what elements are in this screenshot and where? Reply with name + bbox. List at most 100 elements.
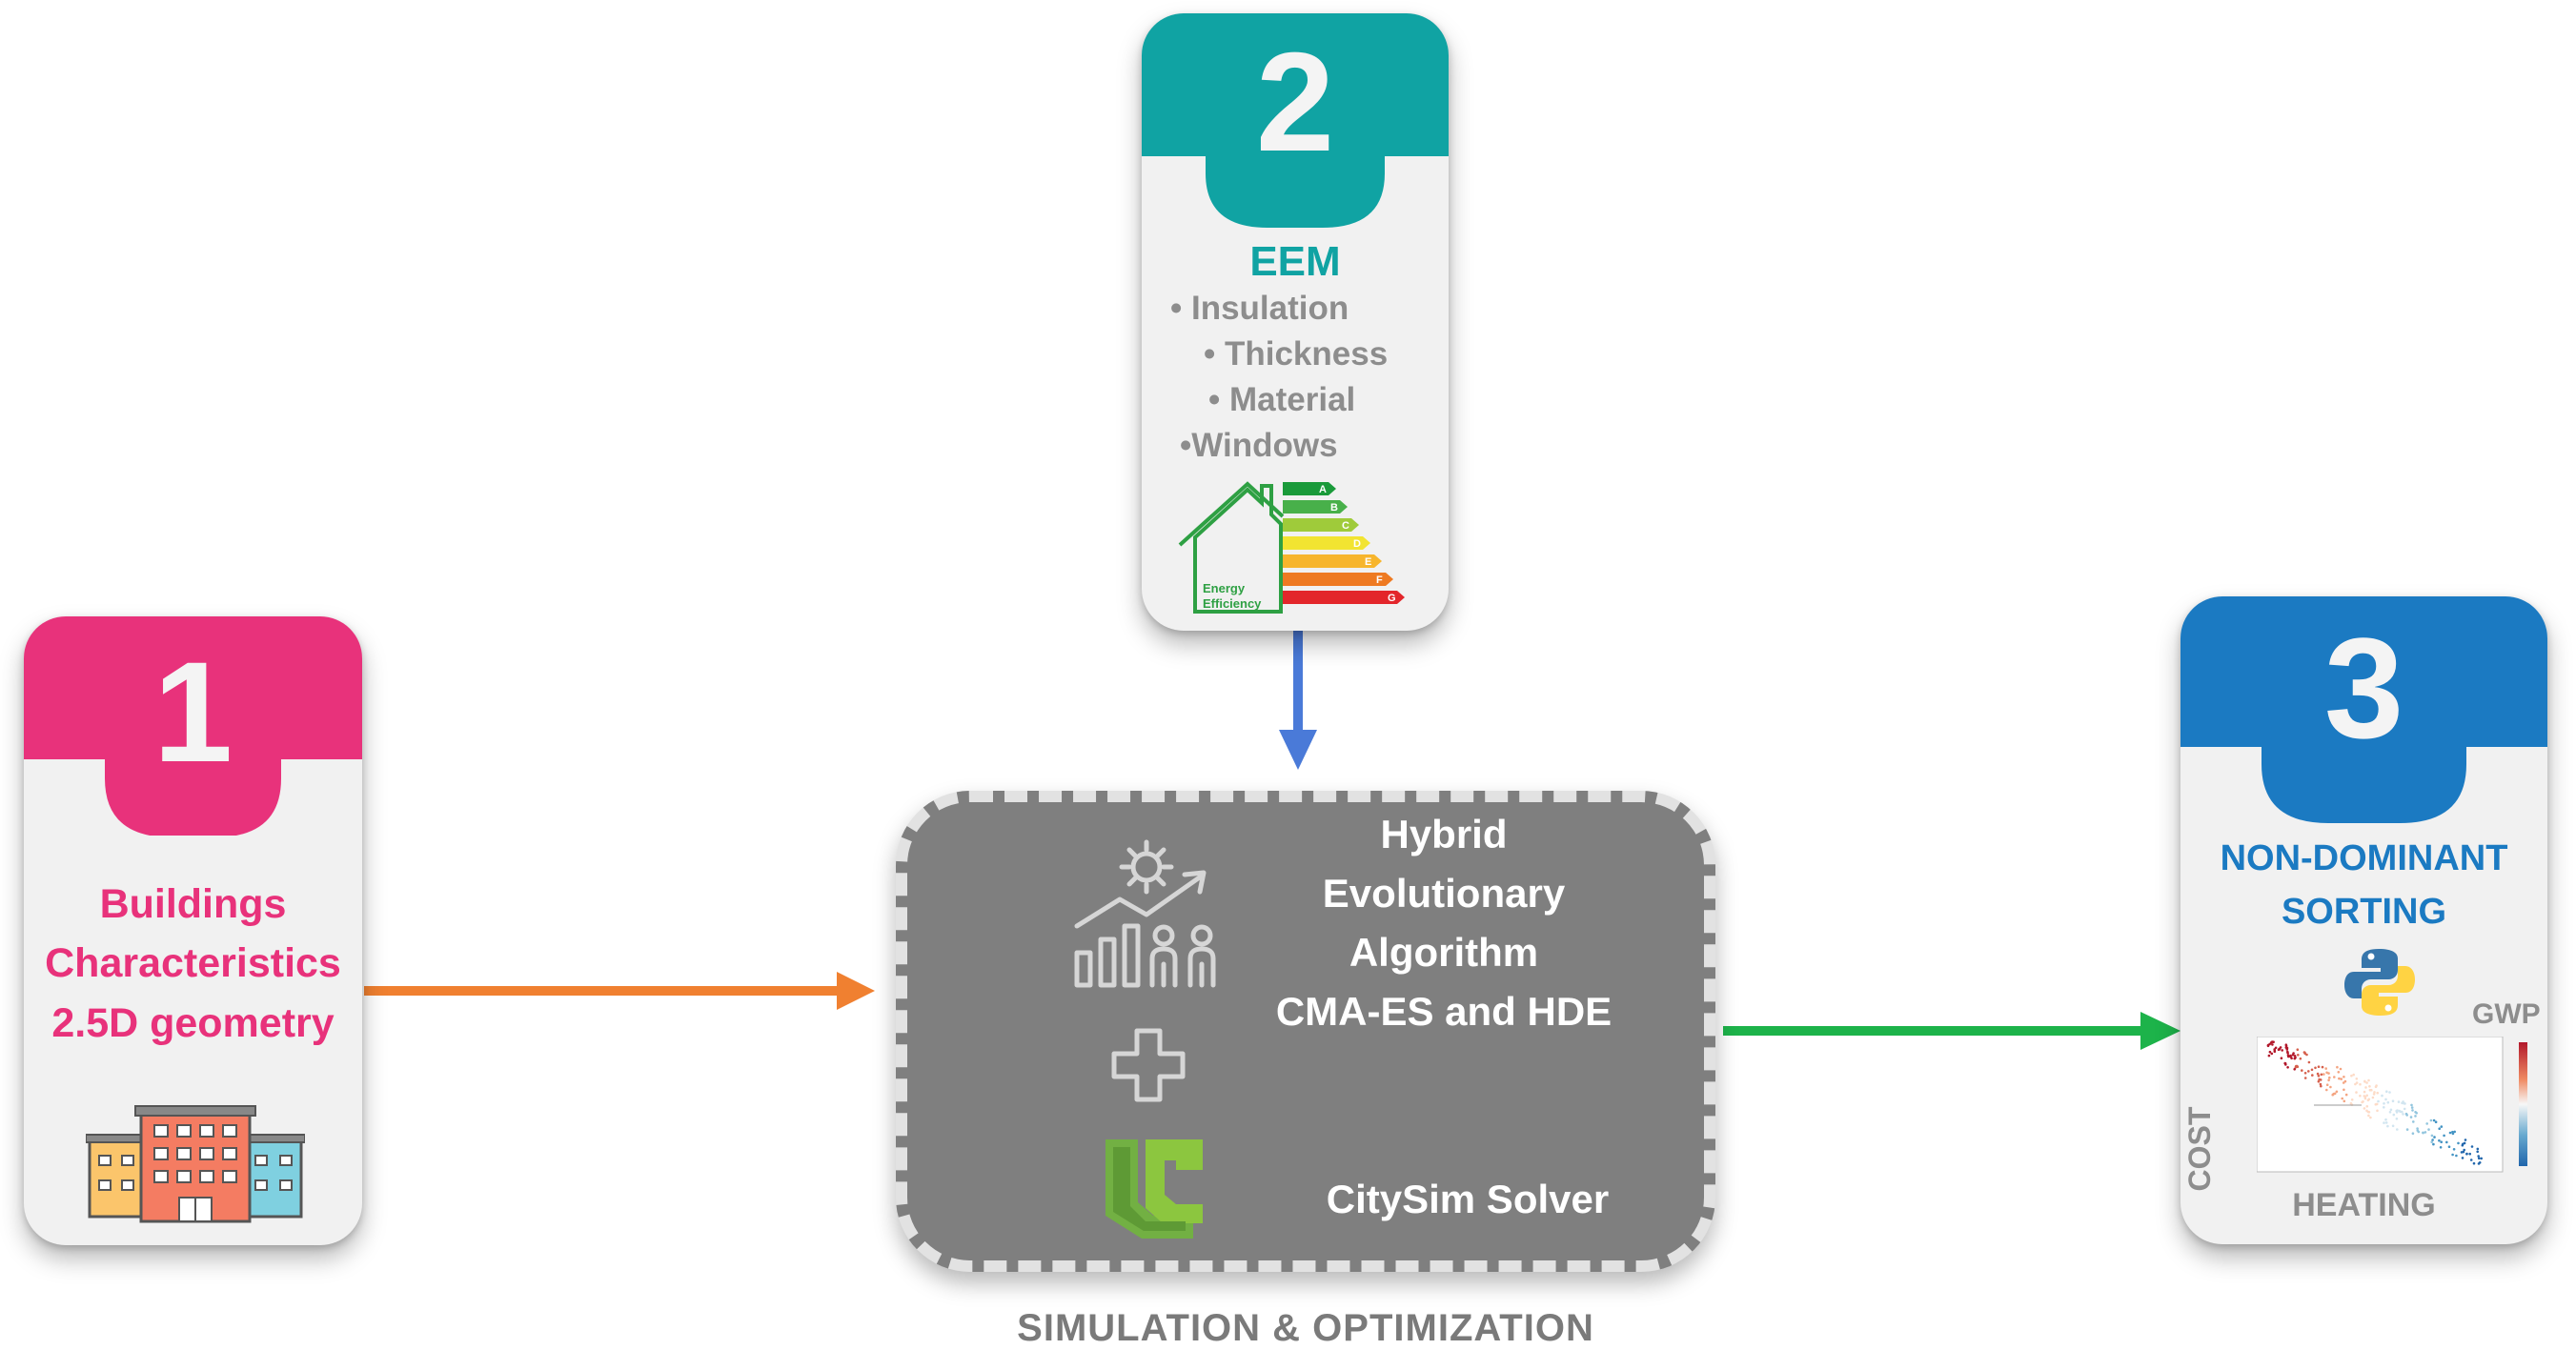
pareto-point bbox=[2462, 1142, 2464, 1146]
pareto-point bbox=[2372, 1093, 2376, 1096]
pareto-point bbox=[2424, 1131, 2427, 1134]
simulation-caption: SIMULATION & OPTIMIZATION bbox=[1017, 1307, 1594, 1349]
pareto-point bbox=[2337, 1071, 2341, 1074]
pareto-point bbox=[2280, 1057, 2283, 1059]
pareto-point bbox=[2363, 1097, 2367, 1100]
pareto-point bbox=[2325, 1083, 2329, 1086]
solver-label: CitySim Solver bbox=[1326, 1177, 1610, 1221]
eem-item-material: • Material bbox=[1208, 381, 1356, 418]
pareto-point bbox=[2403, 1107, 2406, 1111]
algo-line-2: Evolutionary bbox=[1322, 871, 1566, 916]
pareto-point bbox=[2430, 1140, 2433, 1143]
pareto-point bbox=[2472, 1161, 2476, 1165]
pareto-point bbox=[2384, 1121, 2388, 1124]
energy-label-1: Energy bbox=[1203, 581, 1246, 595]
grade-bar-g bbox=[1283, 591, 1405, 604]
pareto-point bbox=[2273, 1049, 2277, 1053]
pareto-points bbox=[2266, 1040, 2483, 1165]
pareto-point bbox=[2368, 1085, 2371, 1088]
grade-bar-b bbox=[1283, 500, 1348, 514]
pareto-point bbox=[2267, 1054, 2271, 1058]
pareto-point bbox=[2335, 1090, 2339, 1094]
pareto-point bbox=[2307, 1060, 2311, 1064]
buildings-line-3: 2.5D geometry bbox=[51, 1000, 335, 1046]
pareto-scatter bbox=[2257, 1037, 2527, 1173]
pareto-point bbox=[2363, 1080, 2366, 1083]
pareto-point bbox=[2284, 1046, 2288, 1049]
pareto-point bbox=[2445, 1140, 2448, 1144]
pareto-point bbox=[2343, 1099, 2346, 1103]
pareto-point bbox=[2477, 1155, 2480, 1158]
pareto-point bbox=[2316, 1072, 2320, 1076]
pareto-point bbox=[2320, 1084, 2322, 1088]
arrowhead-orange bbox=[837, 972, 875, 1010]
pareto-point bbox=[2365, 1105, 2369, 1108]
pareto-point bbox=[2465, 1153, 2468, 1156]
pareto-point bbox=[2354, 1082, 2357, 1086]
card-eem: 2 EEM • Insulation • Thickness • Materia… bbox=[1142, 13, 1449, 631]
pareto-point bbox=[2477, 1157, 2481, 1160]
pareto-point bbox=[2383, 1121, 2385, 1124]
pareto-point bbox=[2410, 1106, 2414, 1109]
pareto-point bbox=[2268, 1050, 2272, 1054]
pareto-point bbox=[2457, 1141, 2460, 1145]
card-buildings: 1 Buildings Characteristics 2.5D geometr… bbox=[24, 616, 362, 1245]
pareto-point bbox=[2365, 1081, 2368, 1084]
pareto-point bbox=[2464, 1138, 2467, 1141]
pareto-point bbox=[2427, 1128, 2430, 1131]
pareto-point bbox=[2425, 1122, 2428, 1125]
pareto-point bbox=[2303, 1077, 2307, 1079]
pareto-point bbox=[2270, 1052, 2274, 1056]
pareto-point bbox=[2384, 1098, 2387, 1101]
pareto-point bbox=[2374, 1085, 2378, 1089]
step-number-2: 2 bbox=[1255, 24, 1335, 181]
simulation-box bbox=[896, 791, 1715, 1272]
pareto-point bbox=[2363, 1090, 2366, 1094]
pareto-point bbox=[2431, 1138, 2434, 1141]
pareto-point bbox=[2468, 1152, 2471, 1156]
pareto-point bbox=[2416, 1127, 2419, 1130]
pareto-point bbox=[2339, 1067, 2343, 1071]
pareto-point bbox=[2392, 1113, 2396, 1117]
pareto-point bbox=[2327, 1078, 2330, 1082]
pareto-point bbox=[2321, 1065, 2324, 1069]
pareto-point bbox=[2411, 1109, 2414, 1112]
arrowhead-green bbox=[2140, 1012, 2180, 1050]
pareto-point bbox=[2401, 1110, 2404, 1114]
pareto-point bbox=[2391, 1099, 2395, 1102]
eem-item-thickness: • Thickness bbox=[1204, 335, 1389, 373]
pareto-point bbox=[2307, 1070, 2310, 1073]
eem-item-windows: •Windows bbox=[1180, 427, 1338, 464]
grade-g: G bbox=[1388, 593, 1396, 604]
pareto-point bbox=[2359, 1082, 2362, 1086]
pareto-point bbox=[2355, 1078, 2359, 1080]
pareto-point bbox=[2320, 1073, 2323, 1077]
pareto-point bbox=[2455, 1154, 2458, 1158]
pareto-point bbox=[2433, 1136, 2436, 1138]
pareto-point bbox=[2411, 1132, 2415, 1135]
pareto-point bbox=[2438, 1138, 2441, 1142]
pareto-point bbox=[2476, 1150, 2479, 1154]
buildings-line-2: Characteristics bbox=[45, 940, 341, 986]
pareto-point bbox=[2422, 1131, 2424, 1135]
pareto-point bbox=[2396, 1128, 2399, 1131]
energy-label-2: Efficiency bbox=[1203, 596, 1262, 611]
pareto-point bbox=[2470, 1145, 2474, 1148]
pareto-point bbox=[2386, 1100, 2390, 1104]
pareto-point bbox=[2319, 1082, 2322, 1086]
python-icon bbox=[2344, 949, 2415, 1016]
pareto-point bbox=[2283, 1061, 2286, 1065]
eem-title: EEM bbox=[1249, 238, 1341, 285]
pareto-point bbox=[2352, 1073, 2355, 1077]
pareto-point bbox=[2363, 1107, 2366, 1110]
pareto-point bbox=[2448, 1131, 2452, 1135]
sorting-title-1: NON-DOMINANT bbox=[2220, 838, 2508, 878]
pareto-point bbox=[2476, 1147, 2480, 1151]
pareto-point bbox=[2329, 1085, 2332, 1089]
pareto-point bbox=[2401, 1101, 2404, 1105]
algo-line-3: Algorithm bbox=[1349, 930, 1539, 975]
pareto-point bbox=[2296, 1064, 2299, 1068]
pareto-point bbox=[2376, 1109, 2379, 1113]
pareto-point bbox=[2365, 1109, 2368, 1113]
eem-item-insulation: • Insulation bbox=[1170, 290, 1349, 327]
